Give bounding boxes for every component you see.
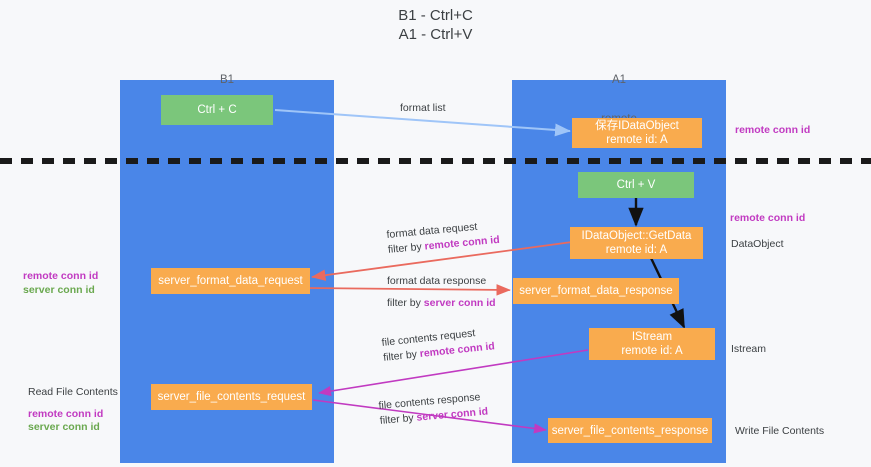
edge-label-file-contents-response: file contents response filter by server … (378, 390, 489, 429)
annotation-left-bottom-server-conn-id: server conn id (28, 421, 100, 433)
edge-label-format-data-request: format data request filter by remote con… (386, 218, 500, 258)
annotation-right-top-remote-conn-id: remote conn id (735, 124, 811, 136)
node-ctrl-c[interactable]: Ctrl + C (161, 95, 273, 125)
node-server-file-contents-request[interactable]: server_file_contents_request (151, 384, 312, 410)
annotation-left-bottom-remote-conn-id: remote conn id (28, 408, 104, 420)
annotation-right-write-file-contents: Write File Contents (735, 425, 825, 437)
annotation-right-istream: Istream (731, 343, 767, 355)
edge-label-format-data-request-filter-prefix: filter by (387, 240, 426, 256)
annotation-right-dataobject: DataObject (731, 238, 784, 250)
annotation-left-remote-conn-id: remote conn id (23, 270, 99, 282)
node-server-format-data-response[interactable]: server_format_data_response (513, 278, 679, 304)
node-save-idataobject[interactable]: 保存IDataObject remote id: A (572, 118, 702, 148)
edge-label-file-contents-request: file contents request filter by remote c… (381, 324, 496, 366)
edge-label-format-data-response: format data response filter by server co… (387, 274, 496, 311)
node-server-format-data-request[interactable]: server_format_data_request (151, 268, 310, 294)
annotation-left-read-file-contents: Read File Contents (28, 386, 118, 398)
annotation-right-mid-remote-conn-id: remote conn id (730, 212, 806, 224)
edge-label-format-list: format list (400, 101, 446, 116)
node-server-file-contents-response[interactable]: server_file_contents_response (548, 418, 712, 443)
page-title: B1 - Ctrl+C A1 - Ctrl+V (398, 7, 473, 43)
node-ctrl-v[interactable]: Ctrl + V (578, 172, 694, 198)
edge-label-format-list-text: format list (400, 102, 446, 114)
annotation-left-server-conn-id: server conn id (23, 284, 95, 296)
edge-label-file-contents-response-filter-prefix: filter by (379, 411, 418, 427)
edge-label-file-contents-request-filter-prefix: filter by (382, 348, 421, 364)
column-header-a1-name: A1 (611, 74, 627, 86)
column-header-b1-name: B1 (219, 74, 235, 86)
node-idataobject-getdata[interactable]: IDataObject::GetData remote id: A (570, 227, 703, 259)
edge-label-format-data-response-filter-key: server conn id (423, 297, 496, 309)
edge-label-format-data-response-filter-prefix: filter by (387, 297, 424, 309)
node-istream[interactable]: IStream remote id: A (589, 328, 715, 360)
edge-label-format-data-response-text: format data response (387, 275, 487, 287)
